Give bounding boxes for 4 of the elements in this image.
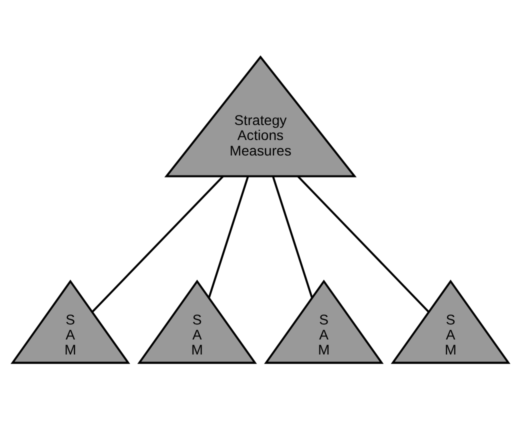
connector: [92, 175, 224, 312]
connector: [297, 175, 430, 312]
connector: [272, 176, 313, 298]
connector: [208, 176, 249, 298]
